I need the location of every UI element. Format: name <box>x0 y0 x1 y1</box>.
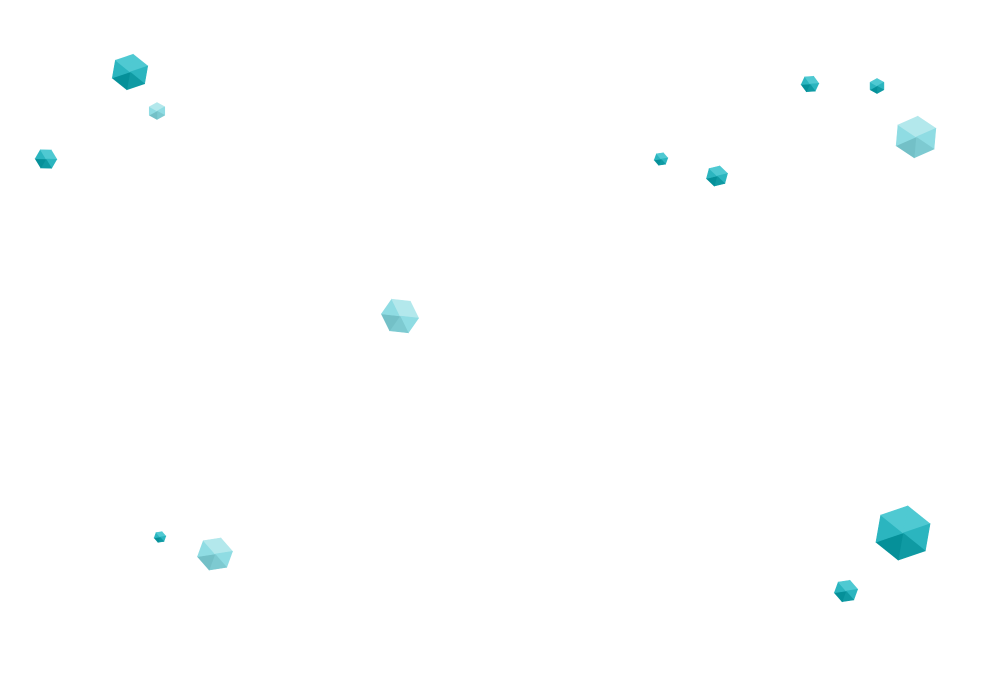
gem-10 <box>153 531 167 543</box>
gem-7-facet <box>804 75 815 85</box>
gem-2-facet <box>148 102 158 112</box>
gem-9 <box>380 298 420 334</box>
gem-2 <box>148 102 166 120</box>
gem-13-facet <box>837 579 851 592</box>
gem-5 <box>705 165 729 187</box>
gem-6-facet <box>897 115 919 138</box>
gem-11 <box>196 537 234 571</box>
gem-10-facet <box>155 531 163 538</box>
gem-4-facet <box>655 152 664 160</box>
gem-8 <box>869 77 885 95</box>
gem-12 <box>875 505 931 561</box>
gem-1 <box>111 53 149 91</box>
gem-5-facet <box>708 165 721 177</box>
gem-7 <box>800 75 820 93</box>
gem-8-facet <box>869 77 878 87</box>
gem-11-facet <box>202 537 222 555</box>
gem-1-facet <box>114 53 134 73</box>
gem-6 <box>895 115 937 159</box>
gem-3-facet <box>39 149 52 160</box>
gem-13 <box>833 579 859 603</box>
gem-4 <box>653 152 669 166</box>
gem-9-facet <box>391 298 411 317</box>
gem-3 <box>34 149 58 169</box>
gem-12-facet <box>880 505 909 534</box>
